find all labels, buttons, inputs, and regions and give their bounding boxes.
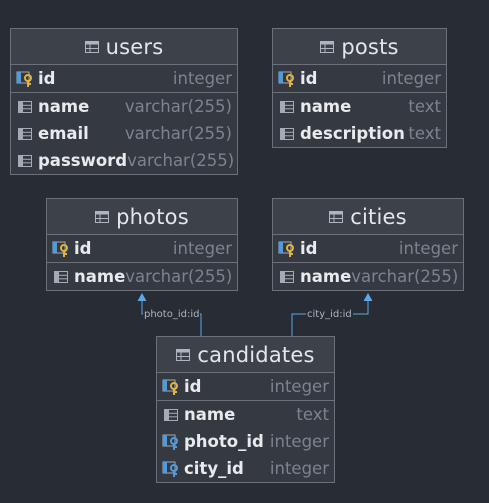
table-title: candidates	[197, 342, 315, 367]
column-name: name	[38, 97, 90, 116]
column-icon	[278, 98, 296, 116]
column-type: integer	[269, 377, 329, 396]
column-row[interactable]: city_id integer	[157, 455, 334, 482]
column-name: name	[74, 267, 126, 286]
column-type: varchar(255)	[351, 267, 459, 286]
table-header: photos	[47, 199, 237, 235]
table-header: posts	[273, 29, 446, 65]
table-candidates[interactable]: candidates id integer name text photo_id…	[156, 336, 335, 483]
column-type: text	[408, 97, 441, 116]
column-icon	[162, 406, 180, 424]
column-name: email	[38, 124, 89, 143]
column-type: integer	[172, 239, 232, 258]
column-icon	[16, 152, 34, 170]
column-type: integer	[269, 459, 329, 478]
column-icon	[52, 268, 70, 286]
primary-key-icon	[278, 70, 296, 88]
relation-label-photo: photo_id:id	[143, 309, 201, 320]
table-title: users	[105, 34, 164, 59]
relation-arrowhead-photo	[137, 293, 147, 301]
table-header: users	[11, 29, 237, 65]
column-type: integer	[381, 69, 441, 88]
column-type: varchar(255)	[124, 124, 232, 143]
column-row[interactable]: description text	[273, 120, 446, 147]
column-row[interactable]: password varchar(255)	[11, 147, 237, 174]
primary-key-icon	[16, 70, 34, 88]
column-row[interactable]: id integer	[157, 373, 334, 401]
column-type: integer	[172, 69, 232, 88]
table-icon	[95, 211, 109, 223]
table-header: candidates	[157, 337, 334, 373]
relation-arrowhead-city	[363, 293, 373, 301]
column-type: text	[408, 124, 441, 143]
column-name: name	[300, 267, 352, 286]
table-icon	[320, 41, 334, 53]
column-type: varchar(255)	[124, 97, 232, 116]
column-name: name	[300, 97, 352, 116]
column-row[interactable]: email varchar(255)	[11, 120, 237, 147]
column-name: id	[184, 377, 202, 396]
table-title: posts	[341, 34, 399, 59]
column-row[interactable]: photo_id integer	[157, 428, 334, 455]
column-name: id	[38, 69, 56, 88]
primary-key-icon	[278, 240, 296, 258]
primary-key-icon	[162, 378, 180, 396]
column-name: description	[300, 124, 405, 143]
column-type: varchar(255)	[125, 267, 233, 286]
foreign-key-icon	[162, 460, 180, 478]
relation-label-city: city_id:id	[306, 309, 353, 320]
table-icon	[176, 349, 190, 361]
column-icon	[16, 98, 34, 116]
column-name: city_id	[184, 459, 244, 478]
table-title: photos	[116, 204, 189, 229]
column-row[interactable]: id integer	[47, 235, 237, 263]
table-icon	[329, 211, 343, 223]
primary-key-icon	[52, 240, 70, 258]
foreign-key-icon	[162, 433, 180, 451]
column-name: name	[184, 405, 236, 424]
column-type: integer	[269, 432, 329, 451]
table-users[interactable]: users id integer name varchar(255) email…	[10, 28, 238, 175]
table-header: cities	[273, 199, 463, 235]
column-row[interactable]: id integer	[273, 65, 446, 93]
column-name: id	[300, 239, 318, 258]
column-row[interactable]: name text	[157, 401, 334, 428]
column-icon	[278, 125, 296, 143]
column-type: varchar(255)	[127, 151, 235, 170]
column-name: password	[38, 151, 128, 170]
column-type: text	[296, 405, 329, 424]
table-photos[interactable]: photos id integer name varchar(255)	[46, 198, 238, 291]
table-title: cities	[350, 204, 407, 229]
column-row[interactable]: id integer	[273, 235, 463, 263]
column-type: integer	[398, 239, 458, 258]
column-row[interactable]: name varchar(255)	[273, 263, 463, 290]
table-icon	[85, 41, 99, 53]
column-name: photo_id	[184, 432, 264, 451]
column-icon	[16, 125, 34, 143]
column-row[interactable]: name varchar(255)	[11, 93, 237, 120]
table-cities[interactable]: cities id integer name varchar(255)	[272, 198, 464, 291]
column-name: id	[300, 69, 318, 88]
column-icon	[278, 268, 296, 286]
column-row[interactable]: name varchar(255)	[47, 263, 237, 290]
column-name: id	[74, 239, 92, 258]
column-row[interactable]: name text	[273, 93, 446, 120]
table-posts[interactable]: posts id integer name text description t…	[272, 28, 447, 148]
column-row[interactable]: id integer	[11, 65, 237, 93]
